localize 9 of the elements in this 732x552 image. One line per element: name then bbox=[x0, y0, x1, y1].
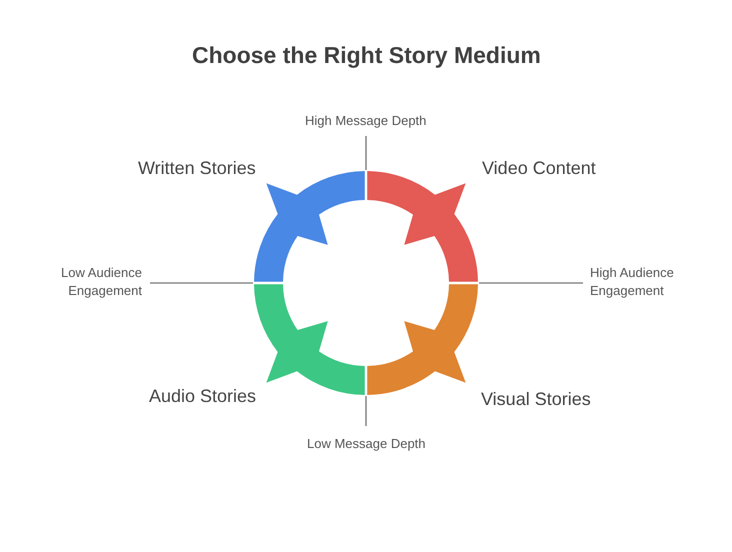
quadrant-label: Visual Stories bbox=[481, 388, 591, 410]
quadrant-label: Video Content bbox=[482, 157, 596, 179]
quadrant-label: Written Stories bbox=[138, 157, 256, 179]
axis-label: High Audience Engagement bbox=[590, 264, 675, 300]
title: Choose the Right Story Medium bbox=[192, 41, 541, 69]
axis-label: Low Audience Engagement bbox=[60, 264, 142, 300]
quadrant-label: Audio Stories bbox=[149, 385, 256, 407]
axis-label: High Message Depth bbox=[305, 112, 426, 130]
axis-label: Low Message Depth bbox=[307, 435, 426, 453]
